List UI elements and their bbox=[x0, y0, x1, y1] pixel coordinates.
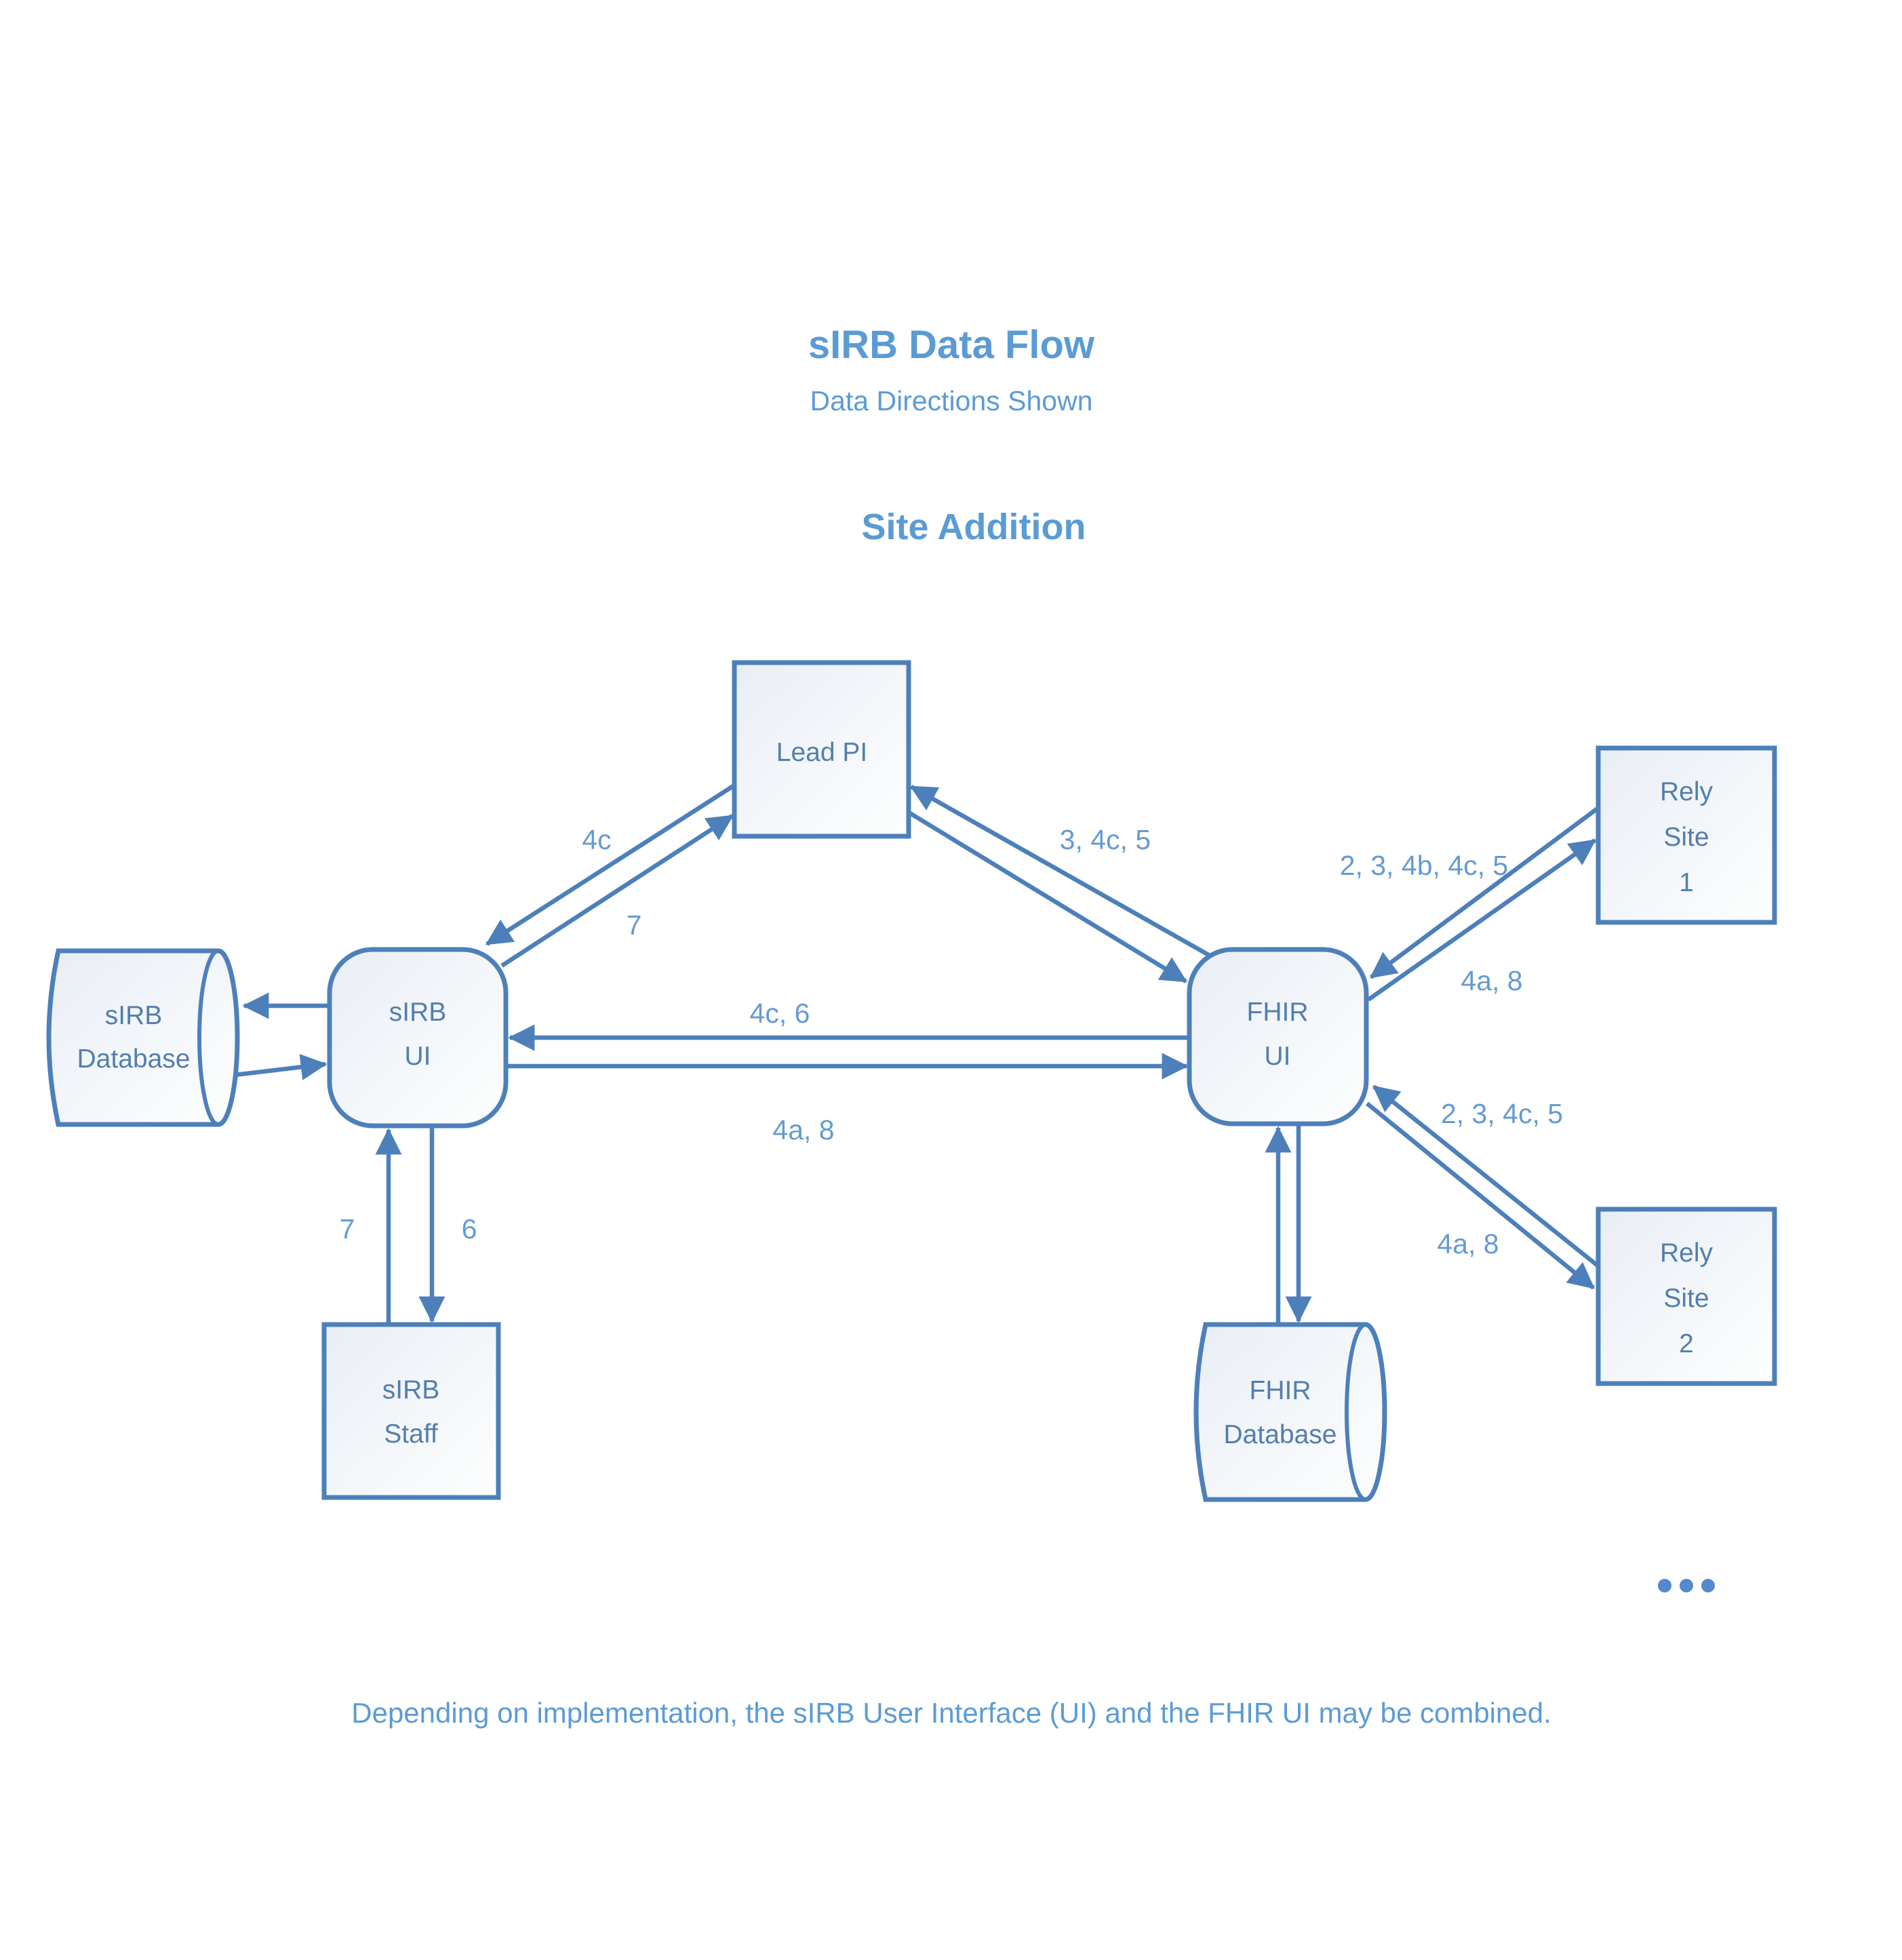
node-rely-site-2: Rely Site 2 bbox=[1596, 1207, 1777, 1386]
edge-labels: 4c 7 3, 4c, 5 2, 3, 4b, 4c, 5 4a, 8 4c, … bbox=[340, 824, 1563, 1259]
sirb-database-label-line2: Database bbox=[77, 1044, 191, 1074]
edge-label-4a-8-middle: 4a, 8 bbox=[772, 1114, 834, 1145]
arrow-fhir-ui-to-lead-pi bbox=[909, 785, 1212, 958]
edge-label-6-vertical: 6 bbox=[462, 1213, 477, 1244]
arrow-rely-site-1-to-fhir-ui bbox=[1369, 806, 1599, 979]
page-subtitle: Data Directions Shown bbox=[810, 385, 1092, 416]
sirb-database-cylinder bbox=[46, 948, 240, 1127]
fhir-database-label-line1: FHIR bbox=[1250, 1376, 1311, 1405]
arrow-rely-site-2-to-fhir-ui bbox=[1372, 1084, 1600, 1268]
fhir-database-cylinder-cap bbox=[1345, 1322, 1387, 1502]
edge-label-4c: 4c bbox=[582, 824, 611, 855]
fhir-ui-box bbox=[1187, 947, 1369, 1126]
lead-pi-box bbox=[732, 660, 911, 839]
footer-note: Depending on implementation, the sIRB Us… bbox=[351, 1697, 1551, 1729]
rely-site-1-label-line1: Rely bbox=[1660, 777, 1713, 806]
arrow-sirb-ui-to-lead-pi bbox=[500, 814, 734, 968]
rely-site-1-label-line3: 1 bbox=[1679, 868, 1694, 897]
arrow-fhir-ui-to-rely-site-1 bbox=[1367, 838, 1597, 1002]
edges bbox=[229, 782, 1600, 1323]
node-sirb-database: sIRB Database bbox=[46, 948, 240, 1127]
arrow-sirb-database-to-sirb-ui bbox=[229, 1053, 328, 1080]
rely-site-1-label-line2: Site bbox=[1663, 823, 1709, 852]
sirb-ui-label-line2: UI bbox=[405, 1042, 431, 1071]
edge-label-7-diagonal: 7 bbox=[627, 909, 642, 941]
node-fhir-ui: FHIR UI bbox=[1187, 947, 1369, 1126]
edge-label-7-vertical: 7 bbox=[340, 1213, 355, 1244]
edge-label-4a-8-top-right: 4a, 8 bbox=[1461, 965, 1522, 996]
arrow-fhir-ui-to-rely-site-2 bbox=[1365, 1101, 1596, 1290]
page-title: sIRB Data Flow bbox=[808, 323, 1095, 367]
node-lead-pi: Lead PI bbox=[732, 660, 911, 839]
section-heading: Site Addition bbox=[862, 507, 1086, 547]
fhir-database-cylinder bbox=[1193, 1322, 1387, 1502]
arrow-lead-pi-to-fhir-ui bbox=[909, 811, 1188, 983]
edge-label-4c-6: 4c, 6 bbox=[750, 998, 810, 1029]
sirb-staff-box bbox=[321, 1322, 501, 1500]
rely-site-2-label-line1: Rely bbox=[1660, 1238, 1713, 1268]
edge-label-2-3-4b-4c-5: 2, 3, 4b, 4c, 5 bbox=[1340, 850, 1508, 881]
node-rely-site-1: Rely Site 1 bbox=[1596, 745, 1777, 925]
sirb-database-label-line1: sIRB bbox=[105, 1001, 163, 1030]
more-sites-ellipsis-icon bbox=[1658, 1579, 1715, 1592]
rely-site-2-label-line3: 2 bbox=[1679, 1329, 1694, 1358]
sirb-ui-label-line1: sIRB bbox=[389, 998, 447, 1027]
fhir-ui-label-line2: UI bbox=[1265, 1042, 1291, 1071]
rely-site-2-label-line2: Site bbox=[1663, 1284, 1709, 1313]
node-sirb-ui: sIRB UI bbox=[327, 947, 509, 1129]
edge-label-3-4c-5: 3, 4c, 5 bbox=[1060, 824, 1151, 855]
arrow-lead-pi-to-sirb-ui bbox=[485, 782, 738, 946]
lead-pi-label: Lead PI bbox=[776, 738, 867, 767]
sirb-ui-box bbox=[327, 947, 509, 1129]
edge-label-4a-8-bottom-right: 4a, 8 bbox=[1437, 1228, 1499, 1259]
node-fhir-database: FHIR Database bbox=[1193, 1322, 1387, 1502]
node-sirb-staff: sIRB Staff bbox=[321, 1322, 501, 1500]
rely-site-2-box bbox=[1596, 1207, 1777, 1386]
rely-site-1-box bbox=[1596, 745, 1777, 925]
sirb-database-cylinder-cap bbox=[197, 949, 239, 1126]
sirb-staff-label-line1: sIRB bbox=[382, 1375, 440, 1405]
edge-label-2-3-4c-5: 2, 3, 4c, 5 bbox=[1441, 1098, 1563, 1129]
fhir-ui-label-line1: FHIR bbox=[1247, 998, 1309, 1027]
fhir-database-label-line2: Database bbox=[1224, 1420, 1337, 1449]
sirb-staff-label-line2: Staff bbox=[384, 1419, 438, 1449]
